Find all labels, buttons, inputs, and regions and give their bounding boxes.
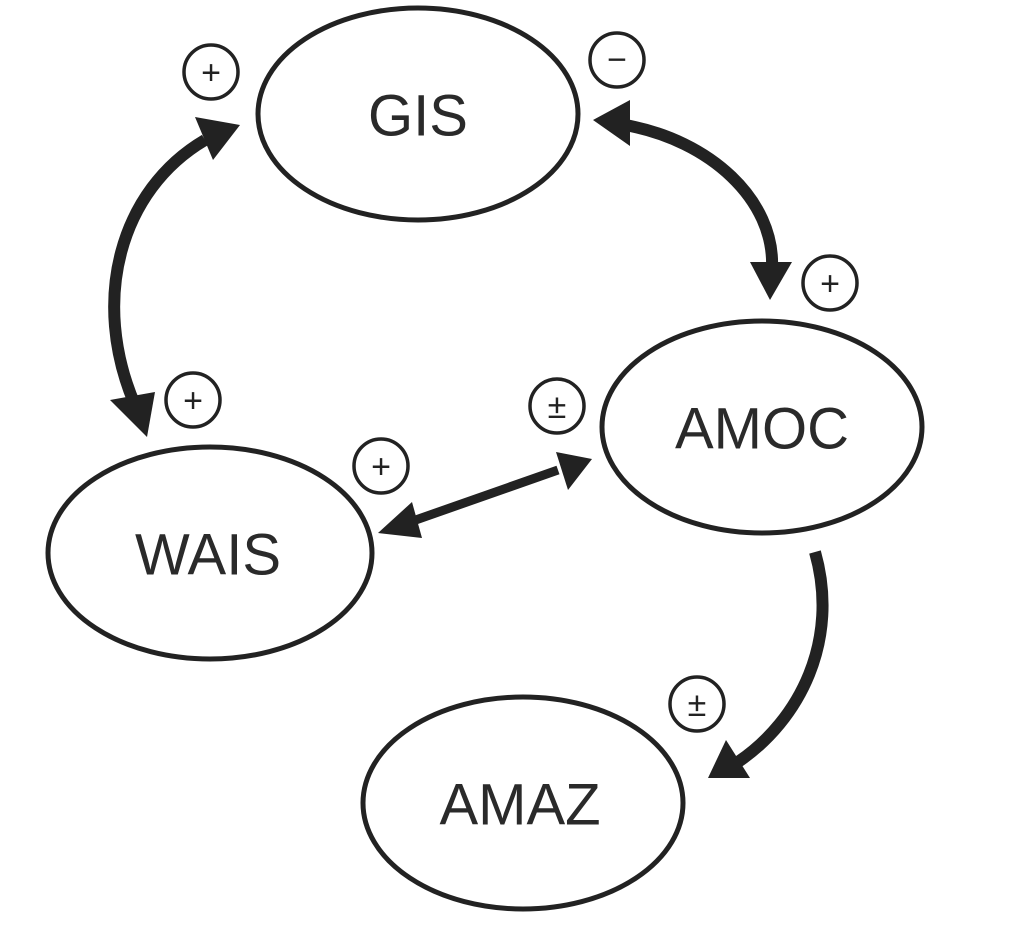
sign-amoc-from-gis: + [801, 254, 859, 312]
sign-amoc-from-gis-circle [801, 254, 859, 312]
node-amaz-label: AMAZ [439, 773, 600, 838]
edge-gis-wais [108, 117, 240, 437]
sign-wais-from-amoc-circle [352, 437, 410, 495]
sign-amoc-from-wais-text: ± [548, 388, 567, 426]
node-amaz: AMAZ [360, 694, 686, 912]
sign-wais-from-gis-text: + [183, 382, 203, 420]
arrowhead-to-wais-right [378, 502, 422, 538]
edge-gis-amoc-line [623, 119, 779, 269]
node-wais-shape [45, 444, 375, 662]
sign-amoc-from-gis-text: + [820, 265, 840, 303]
edge-amoc-amaz-line [734, 550, 829, 767]
node-amoc-shape [599, 318, 925, 536]
arrowhead-to-gis-right [593, 100, 630, 146]
sign-wais-from-amoc-text: + [371, 448, 391, 486]
sign-wais-from-gis-circle [164, 371, 222, 429]
edge-gis-wais-line [108, 134, 209, 408]
sign-amoc-from-wais-circle [528, 377, 586, 435]
sign-gis-from-amoc: − [588, 31, 646, 89]
sign-wais-from-amoc: + [352, 437, 410, 495]
sign-wais-from-gis: + [164, 371, 222, 429]
sign-gis-from-wais-circle [182, 43, 240, 101]
edge-wais-amoc [378, 452, 592, 538]
node-gis-label: GIS [368, 84, 468, 149]
sign-amaz-from-amoc: ± [668, 675, 726, 733]
node-wais-label: WAIS [135, 523, 281, 588]
sign-gis-from-amoc-text: − [607, 41, 627, 79]
sign-gis-from-wais: + [182, 43, 240, 101]
node-wais: WAIS [45, 444, 375, 662]
sign-amaz-from-amoc-circle [668, 675, 726, 733]
arrowhead-to-wais [110, 392, 155, 437]
edge-wais-amoc-line [408, 465, 560, 527]
arrowhead-to-amaz [708, 740, 750, 778]
sign-gis-from-amoc-circle [588, 31, 646, 89]
node-gis-shape [255, 5, 581, 223]
sign-amaz-from-amoc-text: ± [688, 686, 707, 724]
sign-gis-from-wais-text: + [201, 54, 221, 92]
node-amaz-shape [360, 694, 686, 912]
arrowhead-to-amoc [750, 262, 792, 300]
edge-gis-amoc [593, 100, 792, 300]
node-gis: GIS [255, 5, 581, 223]
edge-amoc-amaz [708, 550, 829, 778]
node-amoc: AMOC [599, 318, 925, 536]
sign-amoc-from-wais: ± [528, 377, 586, 435]
arrowhead-to-amoc-left [556, 452, 592, 490]
arrowhead-to-gis [195, 117, 240, 160]
node-amoc-label: AMOC [675, 397, 849, 462]
